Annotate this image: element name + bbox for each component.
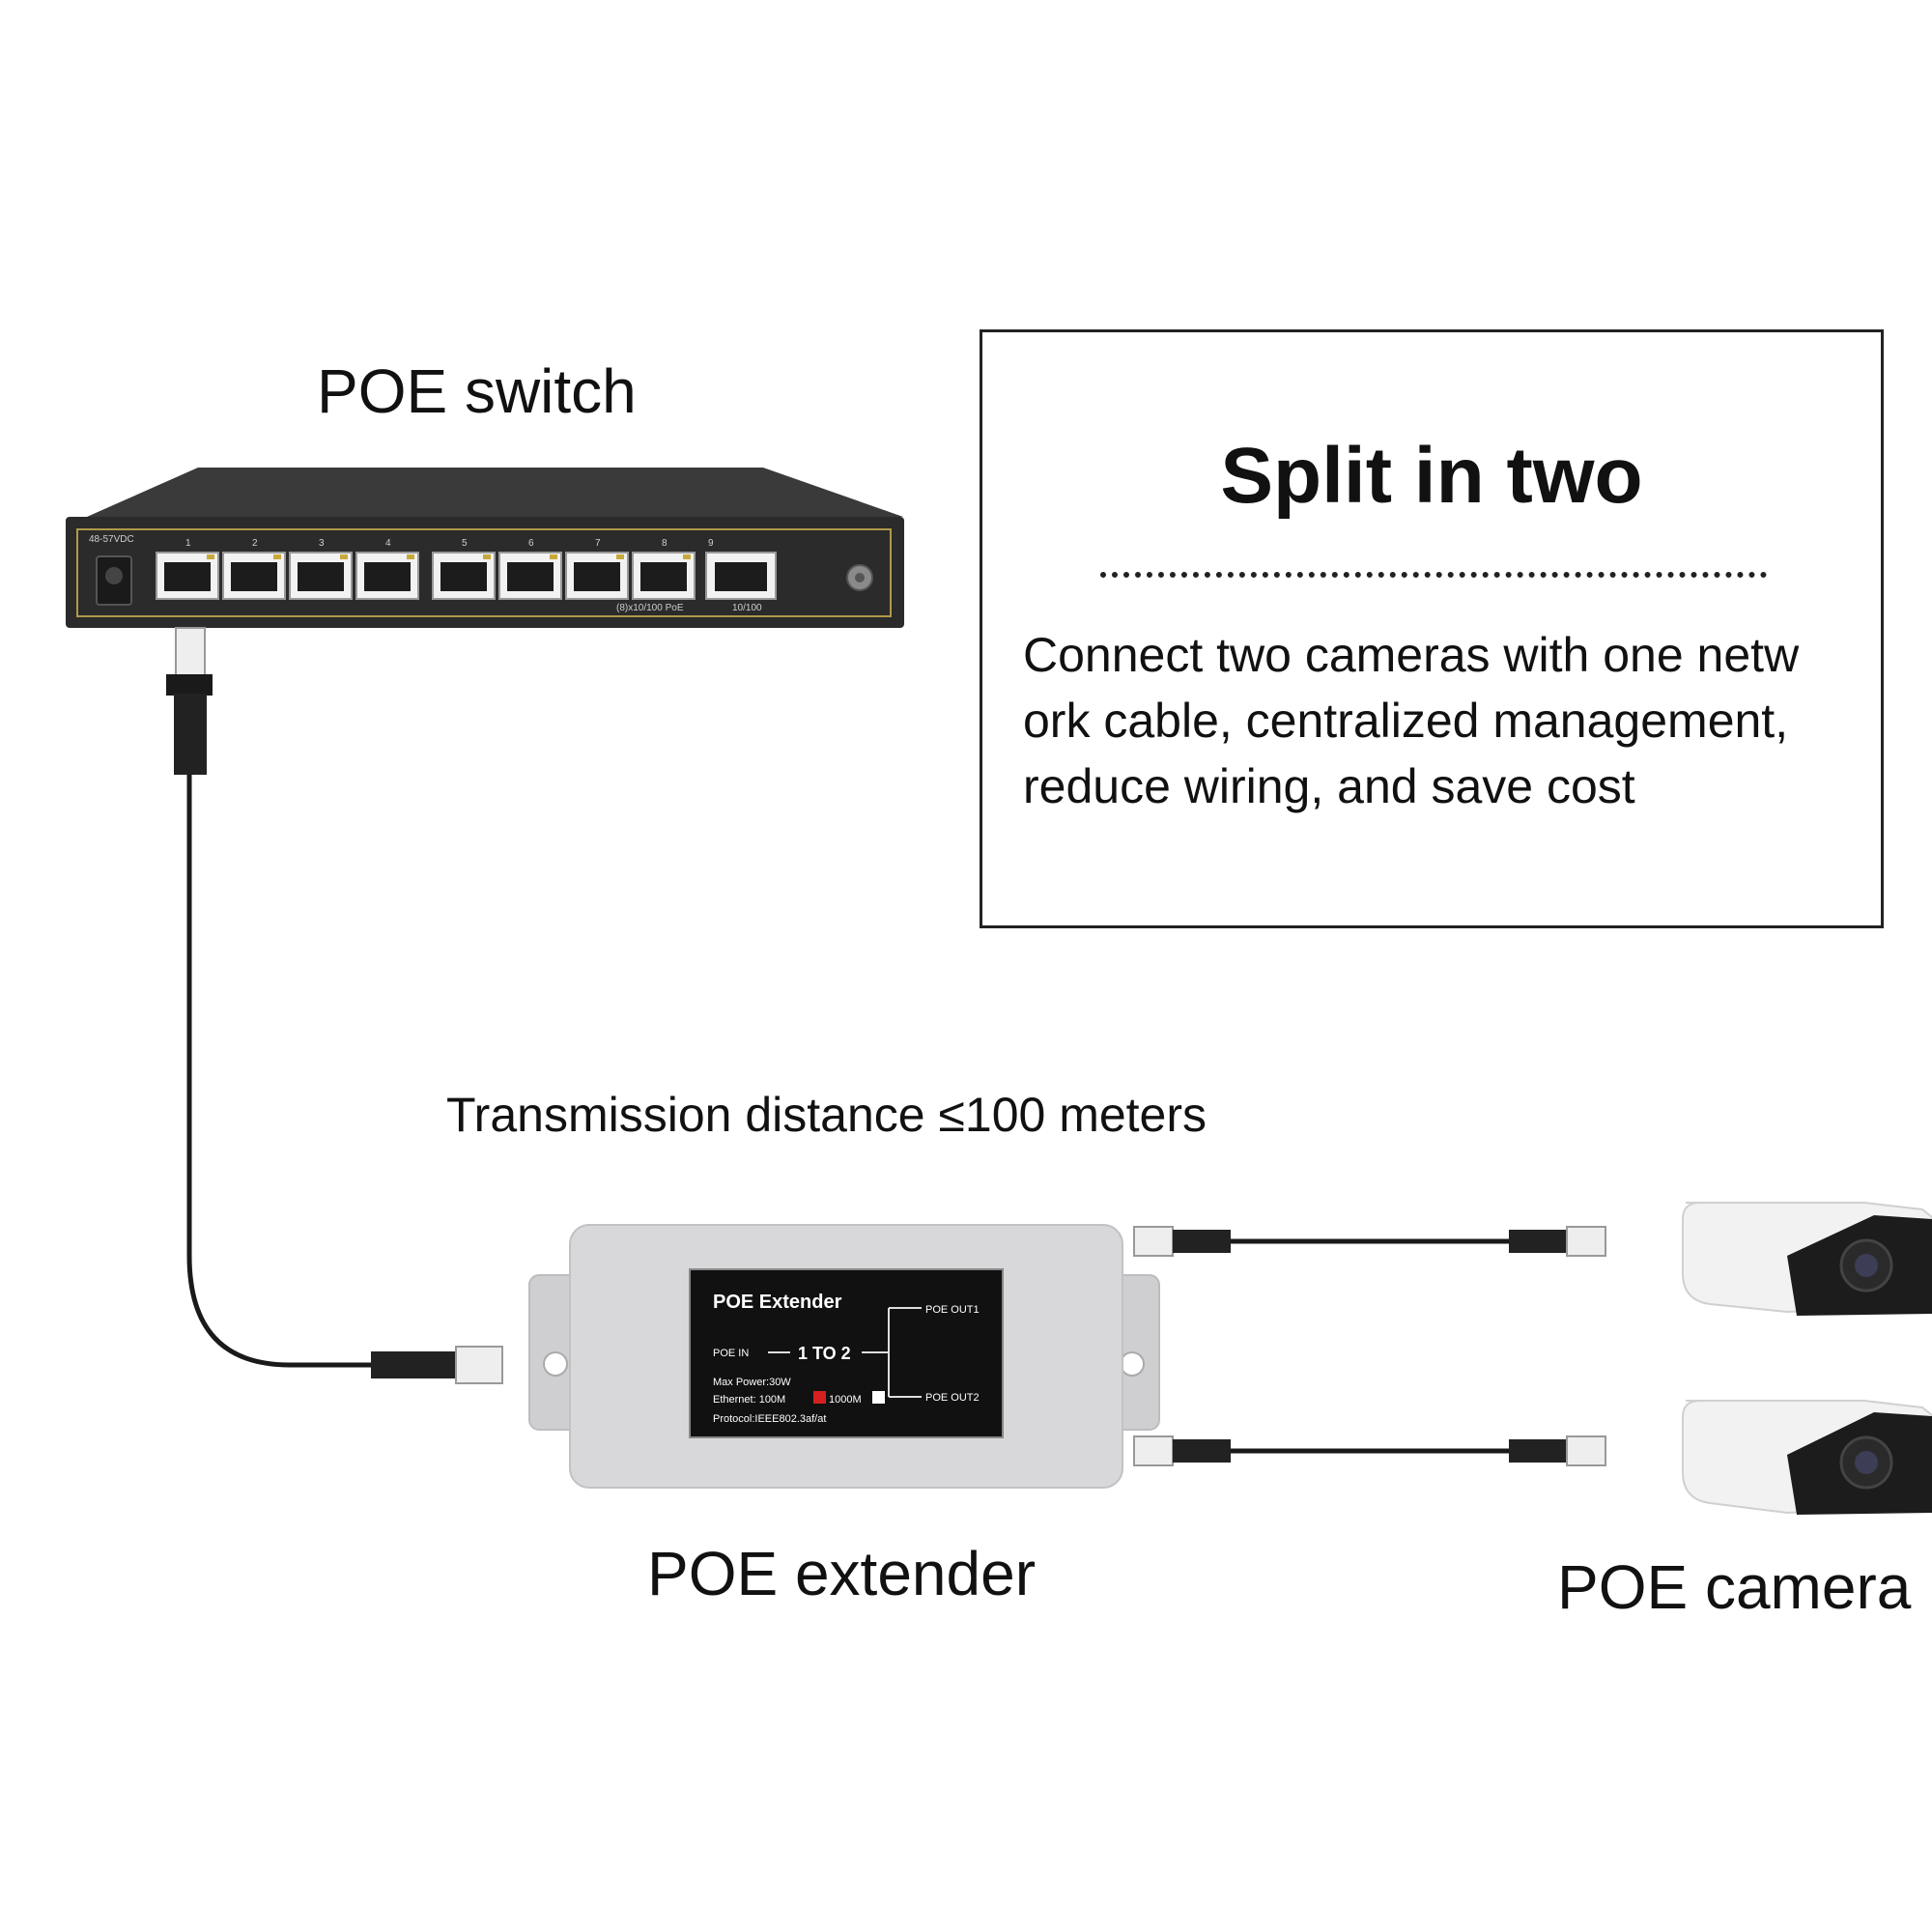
poe-camera-1 xyxy=(1682,1202,1932,1316)
rj45-plug-icon xyxy=(1133,1435,1174,1466)
cable-out1 xyxy=(1133,1226,1606,1257)
port-number-label: 9 xyxy=(708,538,714,549)
poe-extender-device xyxy=(528,1224,1160,1489)
port-number-label: 2 xyxy=(252,538,258,549)
info-body: Connect two cameras with one netw ork ca… xyxy=(1023,622,1854,819)
port-number-label: 5 xyxy=(462,538,468,549)
port-number-label: 7 xyxy=(595,538,601,549)
extender-name: POE Extender xyxy=(713,1292,842,1313)
poe-in-label: POE IN xyxy=(713,1348,749,1359)
checkbox-checked-icon xyxy=(813,1391,826,1404)
port-led-icon xyxy=(683,554,691,559)
rj45-plug-icon xyxy=(455,1346,503,1384)
switch-port-group xyxy=(156,552,696,600)
poe-ports-caption: (8)x10/100 PoE xyxy=(616,603,684,613)
poe-switch-label: POE switch xyxy=(317,356,637,426)
poe-out2-label: POE OUT2 xyxy=(925,1392,980,1404)
transmission-distance-label: Transmission distance ≤100 meters xyxy=(446,1088,1208,1142)
switch-panel-trim xyxy=(76,528,892,617)
port-number-label: 1 xyxy=(185,538,191,549)
port-led-icon xyxy=(483,554,491,559)
poe-camera-2 xyxy=(1682,1400,1932,1515)
protocol-label: Protocol:IEEE802.3af/at xyxy=(713,1413,826,1425)
port-led-icon xyxy=(340,554,348,559)
rj45-plug-icon xyxy=(1133,1226,1174,1257)
dotted-divider xyxy=(1100,572,1767,578)
ethernet-alt-label: 1000M xyxy=(829,1394,862,1406)
switch-top xyxy=(87,468,903,517)
port-socket xyxy=(298,562,344,591)
cable-out2 xyxy=(1133,1435,1606,1466)
cable-boot xyxy=(174,694,207,775)
port-socket xyxy=(507,562,554,591)
info-body-line: Connect two cameras with one netw xyxy=(1023,628,1800,682)
switch-voltage-label: 48-57VDC xyxy=(89,534,134,545)
port-number-label: 8 xyxy=(662,538,668,549)
port-led-icon xyxy=(207,554,214,559)
checkbox-empty-icon xyxy=(872,1391,885,1404)
info-body-line: ork cable, centralized management, xyxy=(1023,694,1789,748)
poe-camera-label: POE camera xyxy=(1557,1552,1912,1622)
poe-out1-label: POE OUT1 xyxy=(925,1304,980,1316)
port-number-labels: 1 2 3 4 5 6 7 8 9 xyxy=(185,538,714,549)
dc-jack-pin xyxy=(105,567,123,584)
cable-boot xyxy=(371,1351,456,1378)
poe-extender-label: POE extender xyxy=(647,1539,1036,1608)
info-callout-box: Split in two Connect two cameras with on… xyxy=(980,329,1884,928)
ethernet-label: Ethernet: 100M xyxy=(713,1394,785,1406)
rj45-plug-icon xyxy=(1566,1435,1606,1466)
port-led-icon xyxy=(407,554,414,559)
port-led-icon xyxy=(273,554,281,559)
port-socket xyxy=(640,562,687,591)
rj45-plug-icon xyxy=(1566,1226,1606,1257)
cable-switch-to-extender xyxy=(166,627,503,1384)
port-socket xyxy=(574,562,620,591)
port-socket xyxy=(440,562,487,591)
port-number-label: 6 xyxy=(528,538,534,549)
port-number-label: 3 xyxy=(319,538,325,549)
max-power-label: Max Power:30W xyxy=(713,1377,791,1388)
uplink-caption: 10/100 xyxy=(732,603,762,613)
extender-label-panel xyxy=(689,1268,1004,1438)
port-socket xyxy=(231,562,277,591)
port-led-icon xyxy=(616,554,624,559)
info-heading: Split in two xyxy=(1220,432,1643,520)
rj45-plug-icon xyxy=(175,627,206,677)
port-socket xyxy=(164,562,211,591)
port-led-icon xyxy=(550,554,557,559)
info-body-line: reduce wiring, and save cost xyxy=(1023,759,1635,813)
ratio-label: 1 TO 2 xyxy=(798,1344,851,1363)
port-socket xyxy=(364,562,411,591)
port-number-label: 4 xyxy=(385,538,391,549)
poe-switch xyxy=(66,468,904,628)
